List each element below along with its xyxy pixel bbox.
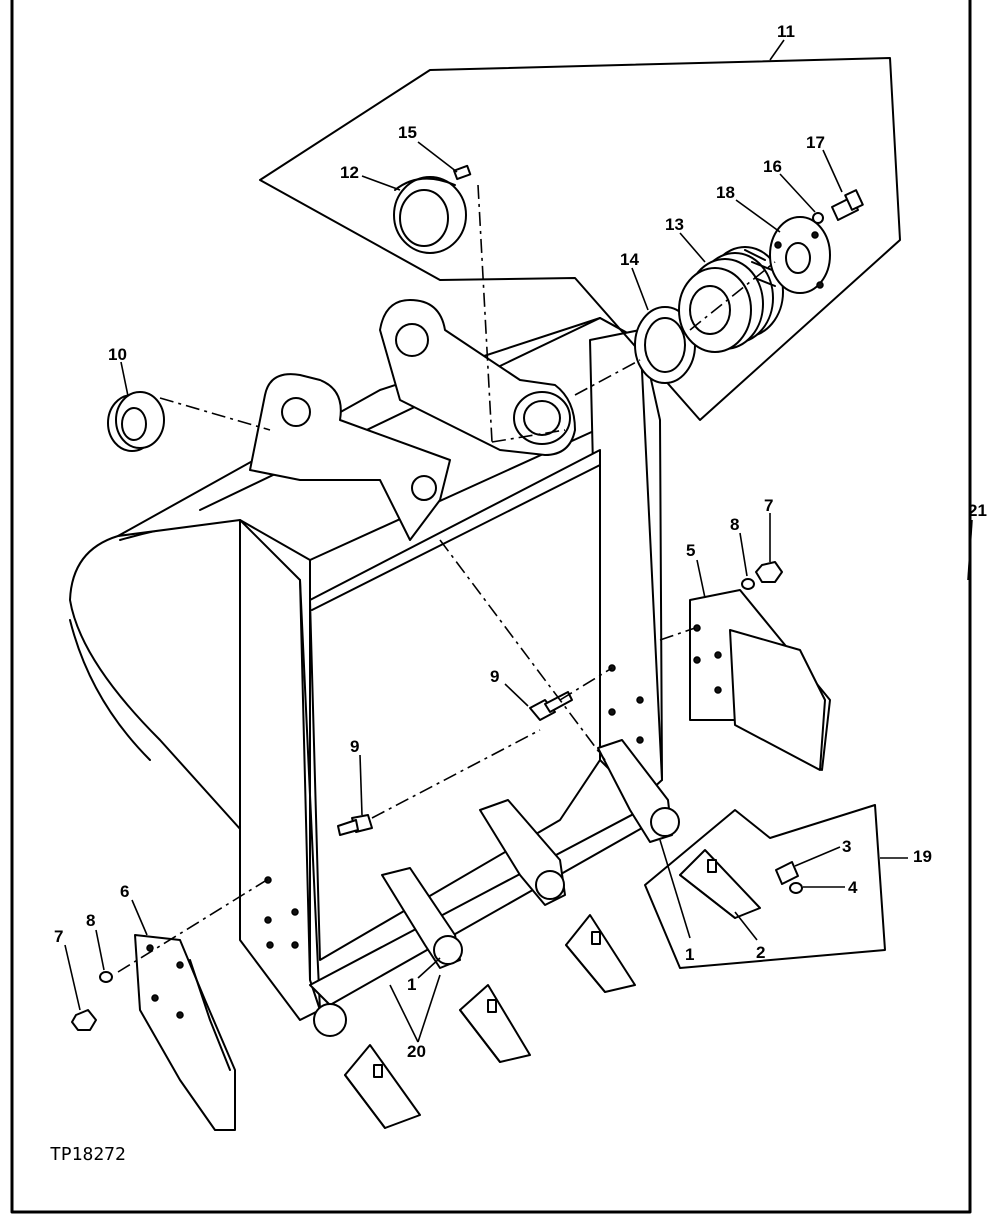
callout-17: 17 <box>806 133 825 152</box>
callout-5: 5 <box>686 541 695 560</box>
callout-6: 6 <box>120 882 129 901</box>
shanks-1 <box>313 739 680 1037</box>
pin-kit-group <box>259 57 901 421</box>
assembly-centerlines <box>117 184 776 973</box>
side-cutter-5 <box>689 589 831 771</box>
washer-8-left <box>99 971 113 983</box>
callout-8-right: 8 <box>730 515 739 534</box>
callout-1-teeth: 1 <box>407 975 416 994</box>
side-cutter-6 <box>134 934 236 1131</box>
callout-11: 11 <box>777 22 795 41</box>
roll-pin-15 <box>453 164 472 181</box>
callout-19: 19 <box>913 847 932 866</box>
callout-12: 12 <box>340 163 359 182</box>
callout-1-kit: 1 <box>685 945 694 964</box>
callout-9-lower: 9 <box>350 737 359 756</box>
fasteners <box>71 561 783 1031</box>
callout-3: 3 <box>842 837 851 856</box>
callout-14: 14 <box>620 250 639 269</box>
bolt-17 <box>831 189 864 221</box>
callout-13: 13 <box>665 215 684 234</box>
figure-id-label: TP18272 <box>50 1144 126 1165</box>
nut-7-right <box>755 561 783 583</box>
retainer-4 <box>789 882 803 894</box>
callout-20: 20 <box>407 1042 426 1061</box>
seal-stack-13 <box>678 246 784 353</box>
callout-7-left: 7 <box>54 927 63 946</box>
callout-4: 4 <box>848 878 858 897</box>
bolt-9-lower <box>337 814 373 836</box>
callout-10: 10 <box>108 345 127 364</box>
pin-3 <box>775 861 799 885</box>
tooth-tips-2 <box>344 914 636 1129</box>
nut-7-left <box>71 1009 97 1031</box>
callout-2: 2 <box>756 943 765 962</box>
callout-18: 18 <box>716 183 735 202</box>
washer-16 <box>812 212 824 224</box>
tooth-kit-19 <box>644 804 886 969</box>
figure-frame <box>10 0 972 1214</box>
washer-8-right <box>741 578 755 590</box>
callout-7-right: 7 <box>764 496 773 515</box>
callout-9-upper: 9 <box>490 667 499 686</box>
callout-8-left: 8 <box>86 911 95 930</box>
callout-16: 16 <box>763 157 782 176</box>
retainer-plate-18 <box>769 216 831 294</box>
callout-leaders <box>64 39 973 1043</box>
bushing-10 <box>107 391 165 452</box>
callout-21: 21 <box>968 501 987 520</box>
bushing-12 <box>393 176 467 254</box>
callout-15: 15 <box>398 123 417 142</box>
callout-labels: 10 15 12 14 13 18 16 17 11 8 7 5 9 9 6 7… <box>50 22 987 1165</box>
shim-14 <box>634 306 696 384</box>
